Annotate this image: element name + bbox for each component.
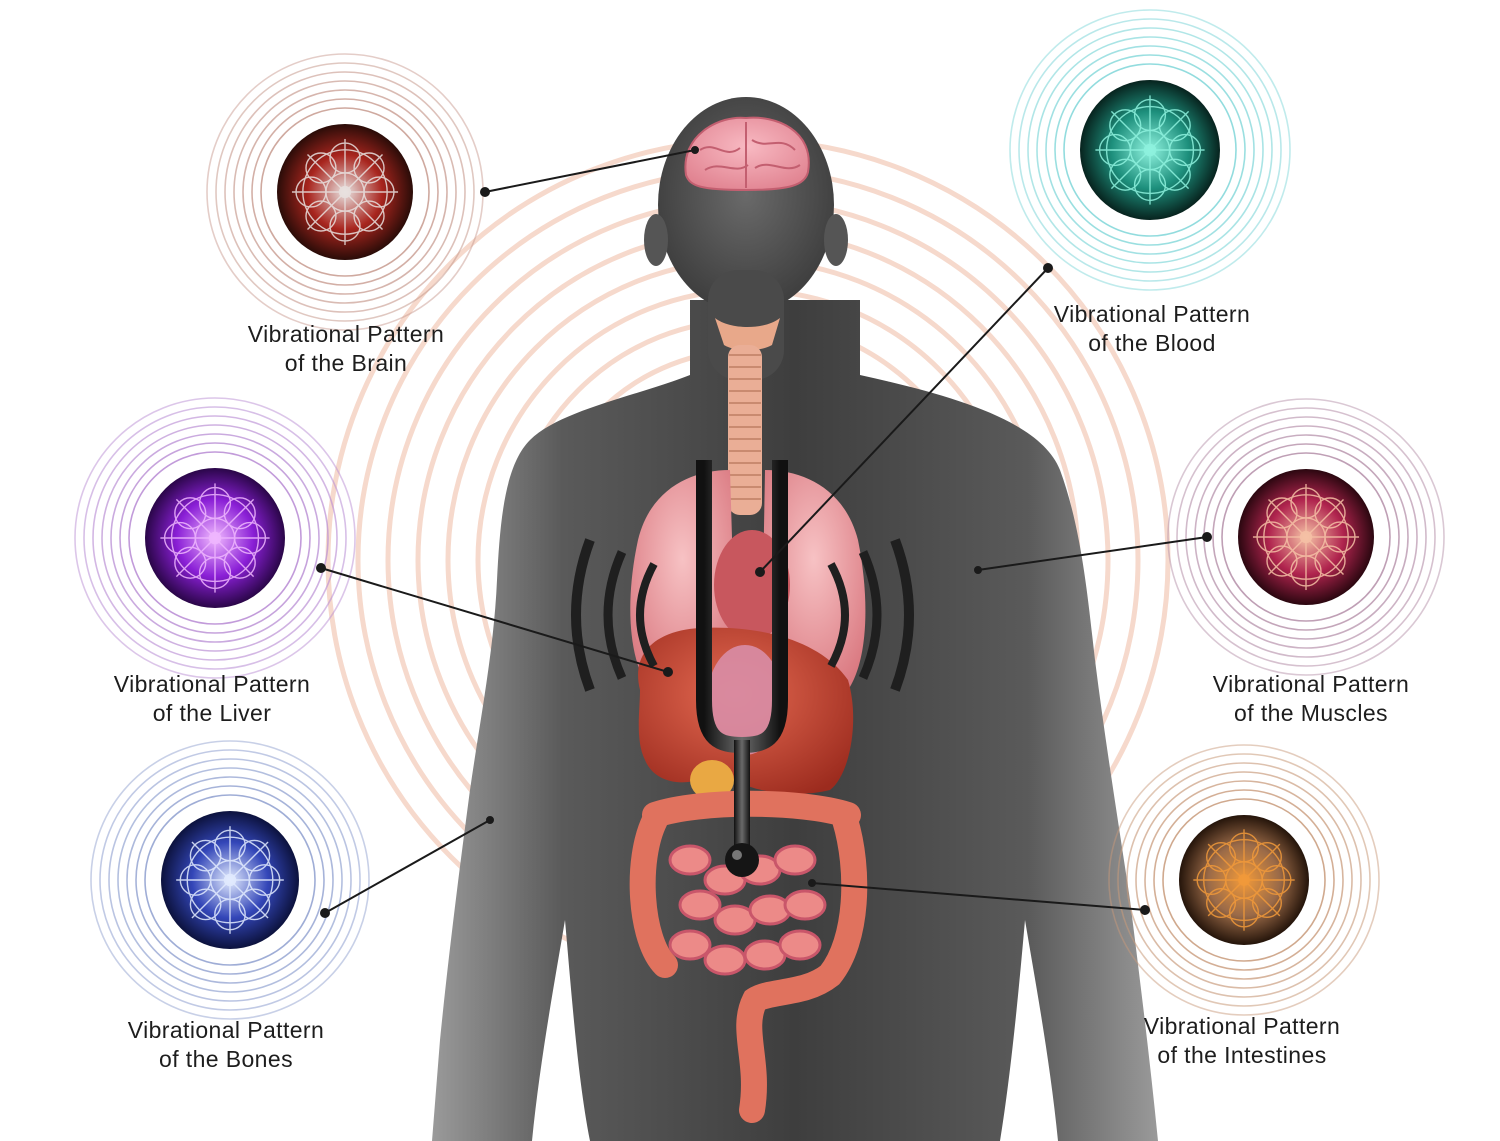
label-muscles-line2: of the Muscles — [1234, 700, 1388, 726]
pattern-disc-liver — [74, 397, 356, 679]
leader-line-muscles — [977, 536, 1208, 571]
label-liver-line2: of the Liver — [152, 700, 272, 726]
tuning-fork — [696, 460, 788, 877]
cymatic-pattern-icon — [160, 483, 270, 593]
cymatic-pattern-icon — [1095, 95, 1205, 205]
label-muscles-line1: Vibrational Pattern — [1212, 671, 1410, 697]
cymatic-pattern-icon — [176, 826, 284, 934]
label-intestines-line2: of the Intestines — [1157, 1042, 1327, 1068]
label-liver-line1: Vibrational Pattern — [113, 671, 311, 697]
leader-line-blood — [759, 267, 1049, 573]
label-brain-line2: of the Brain — [284, 350, 408, 376]
leader-line-liver — [320, 567, 669, 673]
intestines-organ — [629, 790, 868, 1123]
label-bones-line1: Vibrational Pattern — [127, 1017, 325, 1043]
label-blood-line2: of the Blood — [1088, 330, 1216, 356]
pattern-disc-intestines — [1108, 744, 1380, 1016]
leader-lines — [316, 146, 1212, 918]
pattern-disc-blood — [1009, 9, 1291, 291]
label-blood-line1: Vibrational Pattern — [1053, 301, 1251, 327]
brain-organ — [684, 116, 810, 192]
label-liver: Vibrational Pattern of the Liver — [87, 670, 337, 728]
liver-organ — [638, 627, 854, 800]
cymatic-pattern-icon — [1252, 483, 1360, 591]
label-brain-line1: Vibrational Pattern — [247, 321, 445, 347]
leader-line-bones — [324, 819, 491, 914]
leader-line-brain — [484, 149, 696, 193]
sound-waves — [571, 538, 914, 692]
label-blood: Vibrational Pattern of the Blood — [1027, 300, 1277, 358]
label-brain: Vibrational Pattern of the Brain — [221, 320, 471, 378]
label-bones: Vibrational Pattern of the Bones — [101, 1016, 351, 1074]
pattern-disc-bones — [90, 740, 370, 1020]
cymatic-pattern-icon — [1193, 829, 1295, 931]
label-intestines-line1: Vibrational Pattern — [1143, 1013, 1341, 1039]
label-intestines: Vibrational Pattern of the Intestines — [1117, 1012, 1367, 1070]
trachea-organ — [715, 318, 780, 515]
cymatic-pattern-icon — [291, 138, 399, 246]
label-muscles: Vibrational Pattern of the Muscles — [1186, 670, 1436, 728]
leader-line-intestines — [811, 882, 1146, 911]
pattern-disc-brain — [206, 53, 484, 331]
label-bones-line2: of the Bones — [159, 1046, 293, 1072]
